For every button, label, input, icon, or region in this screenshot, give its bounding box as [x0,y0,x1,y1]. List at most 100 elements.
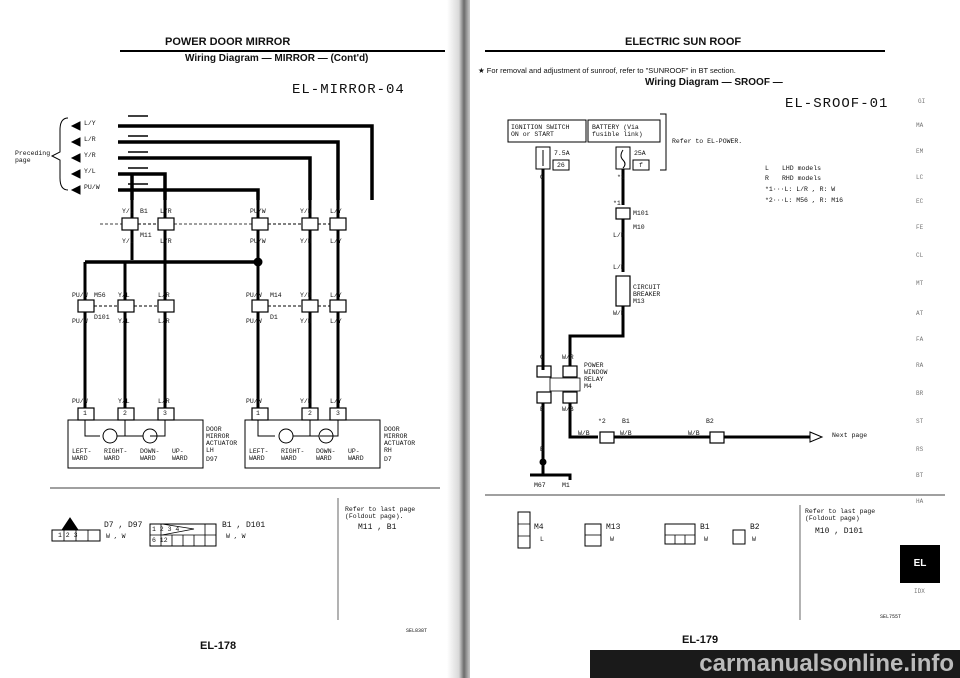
wire-label-yl: Y/L [84,168,96,175]
wire-label-lr: L/R [84,136,96,143]
row3-label: PU/W [246,398,262,405]
watermark: carmanualsonline.info [590,650,960,678]
refer-note: Refer to last page (Foldout page) [805,508,876,522]
section-tab: MT [916,280,924,287]
wire-color: L/R [613,264,625,271]
section-tab: FA [916,336,924,343]
left-page-subtitle: Wiring Diagram — MIRROR — (Cont'd) [185,53,369,64]
section-tab: LC [916,174,924,181]
actuator-rh-dir: LEFT- WARD [249,448,269,462]
wire-color: W/B [578,430,590,437]
section-tab: MA [916,122,924,129]
wire-color: G [540,354,544,361]
pin-number: 2 [308,410,312,417]
bottom-conn-pins: 1 2 3 [58,532,78,539]
legend-sym: R [765,175,769,182]
actuator-rh-dir: UP- WARD [348,448,364,462]
row2-top-label: PU/W [246,292,262,299]
row1-conn: B1 [140,208,148,215]
right-page-title: ELECTRIC SUN ROOF [625,36,742,48]
wire-color: W/B [562,406,574,413]
right-wiring-diagram [485,113,945,620]
right-page: ELECTRIC SUN ROOF ★ For removal and adju… [470,0,960,678]
wire-color: G [540,174,544,181]
ground-conn: M67 [534,482,546,489]
ignition-switch-box: IGNITION SWITCH ON or START [511,124,570,138]
wire-label-puw: PU/W [84,184,100,191]
wire-color: W/R [613,310,625,317]
conn-code: *2 [598,418,606,425]
section-tab: ST [916,418,924,425]
pin-number: 1 [83,410,87,417]
page-number: EL-179 [682,634,719,646]
row1-label: Y/R [300,208,312,215]
refer-power: Refer to EL-POWER. [672,138,743,145]
section-tab: CL [916,252,924,259]
bottom-conn-color: W [610,536,614,543]
row2-conn: M56 [94,292,106,299]
row2-top-label: Y/R [300,292,312,299]
section-tab: HA [916,498,924,505]
next-page-label: Next page [832,432,868,439]
figure-code: SEL838T [406,628,428,634]
left-page: POWER DOOR MIRROR Wiring Diagram — MIRRO… [0,0,470,678]
section-tab: AT [916,310,924,317]
pin-number: 2 [123,410,127,417]
wire-label-yr: Y/R [84,152,96,159]
section-tab: EC [916,198,924,205]
actuator-lh-name: DOOR MIRROR ACTUATOR LH [206,426,238,454]
fuse-amp: 7.5A [554,150,570,157]
actuator-rh-dir: RIGHT- WARD [281,448,305,462]
legend-text: RHD models [782,175,822,182]
wire-label-ly: L/Y [84,120,96,127]
row2-conn-bottom: D101 [94,314,110,321]
conn-code: B2 [706,418,714,425]
battery-box: BATTERY (Via fusible link) [592,124,643,138]
row1-conn-bottom: M11 [140,232,152,239]
actuator-lh-dir: UP- WARD [172,448,188,462]
bottom-conn-color: L [540,536,544,543]
actuator-rh-conn: D7 [384,456,392,463]
bottom-conn-code: B1 [700,523,710,532]
row3-label: PU/W [72,398,88,405]
row2-bottom-label: L/R [158,318,170,325]
row1-label: PU/W [250,208,266,215]
bottom-conn-color: W [704,536,708,543]
bottom-conn-color: W [752,536,756,543]
section-tab: FE [916,224,924,231]
fuse-number: f [639,162,643,169]
actuator-lh-dir: RIGHT- WARD [104,448,128,462]
diagram-code: EL-MIRROR-04 [292,82,405,98]
legend-text: *1···L: L/R , R: W [765,186,836,193]
row1-label: L/Y [330,208,342,215]
wire-color: W/B [688,430,700,437]
fuse-number: 26 [557,162,565,169]
row2-bottom-label: L/Y [330,318,342,325]
conn-code: B1 [622,418,630,425]
right-page-subtitle: Wiring Diagram — SROOF — [645,77,783,88]
row2-conn: M14 [270,292,282,299]
row1-bottom-label: Y/R [300,238,312,245]
row1-label: Y/L [122,208,134,215]
row2-bottom-label: PU/W [72,318,88,325]
section-tab: RA [916,362,924,369]
left-wiring-diagram [50,115,440,620]
legend-text: LHD models [782,165,822,172]
wire-note: *1 [617,174,625,181]
wire-color: B [540,446,544,453]
row1-bottom-label: Y/L [122,238,134,245]
row1-bottom-label: PU/W [250,238,266,245]
power-window-relay: POWER WINDOW RELAY M4 [584,362,608,390]
left-page-title: POWER DOOR MIRROR [165,36,291,48]
actuator-rh-dir: DOWN- WARD [316,448,336,462]
row2-bottom-label: Y/L [118,318,130,325]
section-tab: RS [916,446,924,453]
row3-label: L/R [158,398,170,405]
bottom-conn-colors: W , W [226,533,246,540]
wire-color: L/R [613,232,625,239]
section-tab: BR [916,390,924,397]
wire-color: B [540,406,544,413]
section-tab: BT [916,472,924,479]
section-tab: GI [918,98,926,105]
row2-top-label: Y/L [118,292,130,299]
